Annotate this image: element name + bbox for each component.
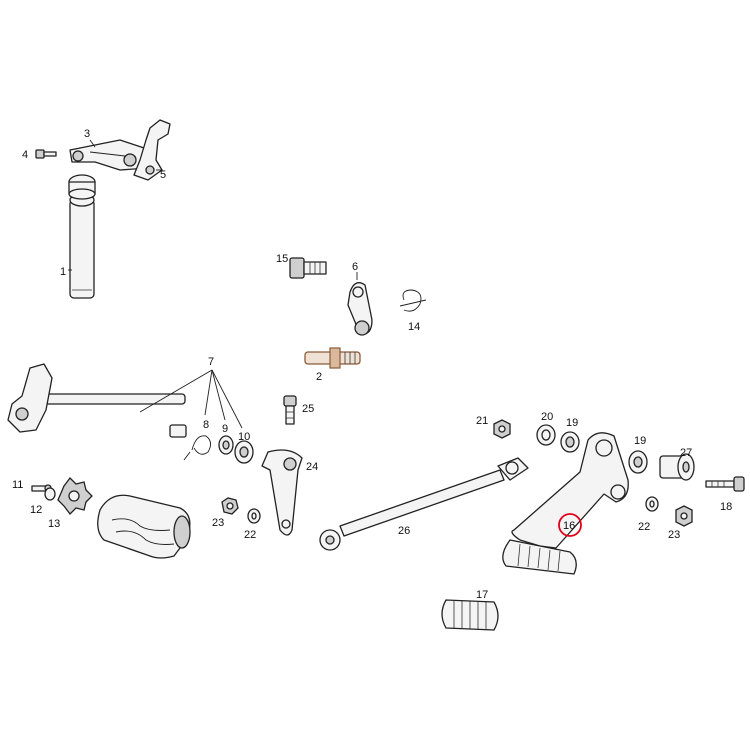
label-11: 11 xyxy=(12,479,23,491)
part-7-shift-shaft[interactable] xyxy=(7,363,187,438)
part-26-shift-rod[interactable] xyxy=(319,457,529,551)
part-20-washer[interactable] xyxy=(536,424,556,446)
label-10: 10 xyxy=(238,431,250,443)
part-23-nut-right[interactable] xyxy=(675,505,693,527)
part-2-stud[interactable] xyxy=(304,347,361,369)
part-14-spring-clip[interactable] xyxy=(399,289,427,312)
label-22-left: 22 xyxy=(244,529,256,541)
label-15: 15 xyxy=(276,253,288,265)
part-25-screw[interactable] xyxy=(283,395,297,425)
label-14: 14 xyxy=(408,321,420,333)
part-27-spacer[interactable] xyxy=(659,453,695,481)
part-12-washer[interactable] xyxy=(44,487,56,501)
part-21-nut[interactable] xyxy=(493,419,511,439)
label-13: 13 xyxy=(48,518,60,530)
label-23-right: 23 xyxy=(668,529,680,541)
label-12: 12 xyxy=(30,504,42,516)
label-27: 27 xyxy=(680,447,692,459)
part-22-washer-right[interactable] xyxy=(645,496,659,512)
part-6-link[interactable] xyxy=(347,282,373,336)
part-4-screw[interactable] xyxy=(35,149,57,159)
label-21: 21 xyxy=(476,415,488,427)
part-24-shift-lever[interactable] xyxy=(261,449,303,536)
part-23-nut-left[interactable] xyxy=(221,497,239,515)
part-9-washer[interactable] xyxy=(218,435,234,455)
part-1-shaft[interactable] xyxy=(68,174,96,299)
label-19-left: 19 xyxy=(566,417,578,429)
label-7: 7 xyxy=(208,356,214,368)
part-15-bolt[interactable] xyxy=(289,257,327,279)
label-3: 3 xyxy=(84,128,90,140)
label-23-left: 23 xyxy=(212,517,224,529)
part-13-star-wheel[interactable] xyxy=(57,477,93,515)
part-10-bushing[interactable] xyxy=(234,440,254,464)
label-22-right: 22 xyxy=(638,521,650,533)
label-19-right: 19 xyxy=(634,435,646,447)
part-19-bush-left[interactable] xyxy=(560,431,580,453)
label-2: 2 xyxy=(316,371,322,383)
label-1: 1 xyxy=(60,266,66,278)
label-18: 18 xyxy=(720,501,732,513)
part-5-pawl[interactable] xyxy=(133,119,171,181)
selector-drum[interactable] xyxy=(97,494,191,559)
part-19-bush-right[interactable] xyxy=(628,450,648,474)
label-9: 9 xyxy=(222,423,228,435)
part-3-selector-plate[interactable] xyxy=(69,139,151,171)
part-8-spring[interactable] xyxy=(183,435,211,461)
part-22-washer-left[interactable] xyxy=(247,508,261,524)
label-25: 25 xyxy=(302,403,314,415)
label-24: 24 xyxy=(306,461,318,473)
label-6: 6 xyxy=(352,261,358,273)
label-5: 5 xyxy=(160,169,166,181)
highlight-circle-16 xyxy=(558,513,582,537)
part-16-gear-pedal[interactable] xyxy=(502,432,629,575)
label-17: 17 xyxy=(476,589,488,601)
label-4: 4 xyxy=(22,149,28,161)
label-8: 8 xyxy=(203,419,209,431)
label-16[interactable]: 16 xyxy=(563,520,575,532)
label-20: 20 xyxy=(541,411,553,423)
part-17-rubber[interactable] xyxy=(441,599,499,631)
label-26: 26 xyxy=(398,525,410,537)
part-18-bolt[interactable] xyxy=(705,476,745,492)
